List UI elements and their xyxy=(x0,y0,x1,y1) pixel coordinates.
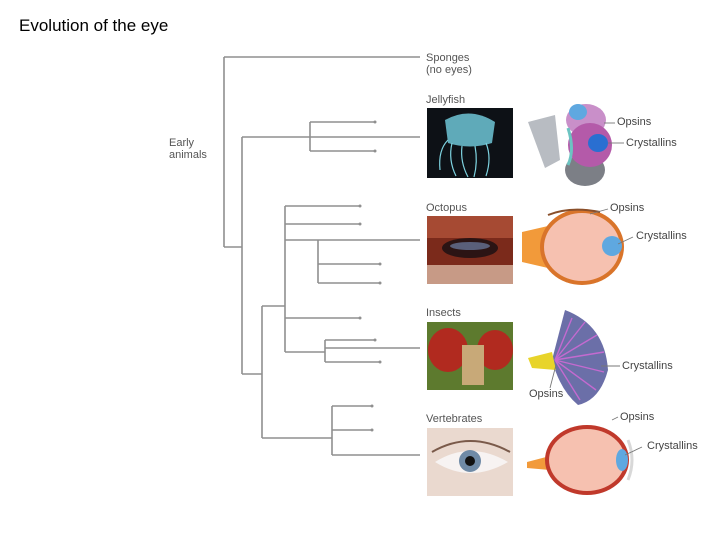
annotation-leader-lines xyxy=(549,122,643,456)
vertebrate-opsins-label: Opsins xyxy=(620,411,655,423)
root-label: Early animals xyxy=(169,137,207,161)
tree-root-branch xyxy=(223,56,420,248)
octopus-eye-illustration xyxy=(522,208,624,285)
tree-bilateria-branch xyxy=(241,136,420,374)
root-label-line1: Early xyxy=(169,137,195,149)
tree-protostome-branch xyxy=(242,306,263,438)
tree-insects-branch xyxy=(285,317,420,363)
octopus-crystallins-label: Crystallins xyxy=(636,230,687,242)
octopus-label: Octopus xyxy=(426,202,467,214)
jellyfish-crystallins-label: Crystallins xyxy=(626,137,677,149)
insects-label: Insects xyxy=(426,307,461,319)
insect-crystallins-label: Crystallins xyxy=(622,360,673,372)
octopus-opsins-label: Opsins xyxy=(610,202,645,214)
jellyfish-eye-illustration xyxy=(528,104,612,186)
jellyfish-opsins-label: Opsins xyxy=(617,116,652,128)
vertebrate-crystallins-label: Crystallins xyxy=(647,440,698,452)
insects-photo xyxy=(427,322,513,390)
insect-eye-illustration xyxy=(528,310,608,405)
tree-vertebrates-branch xyxy=(262,405,420,456)
octopus-photo xyxy=(427,216,513,284)
sponges-label: Sponges (no eyes) xyxy=(426,52,472,76)
tree-octopus-branch xyxy=(285,205,360,225)
jellyfish-photo xyxy=(427,108,513,178)
jellyfish-label: Jellyfish xyxy=(426,94,466,106)
tree-mollusc-arthropod-branch xyxy=(262,206,286,352)
insect-opsins-label: Opsins xyxy=(529,388,564,400)
root-label-line2: animals xyxy=(169,149,207,161)
sponges-label-line1: Sponges xyxy=(426,52,470,64)
vertebrate-eye-illustration xyxy=(527,425,634,495)
vertebrates-photo xyxy=(427,428,513,496)
slide-title: Evolution of the eye xyxy=(19,16,169,35)
sponges-label-line2: (no eyes) xyxy=(426,64,472,76)
vertebrates-label: Vertebrates xyxy=(426,413,483,425)
tree-jellyfish-branch xyxy=(309,121,375,152)
